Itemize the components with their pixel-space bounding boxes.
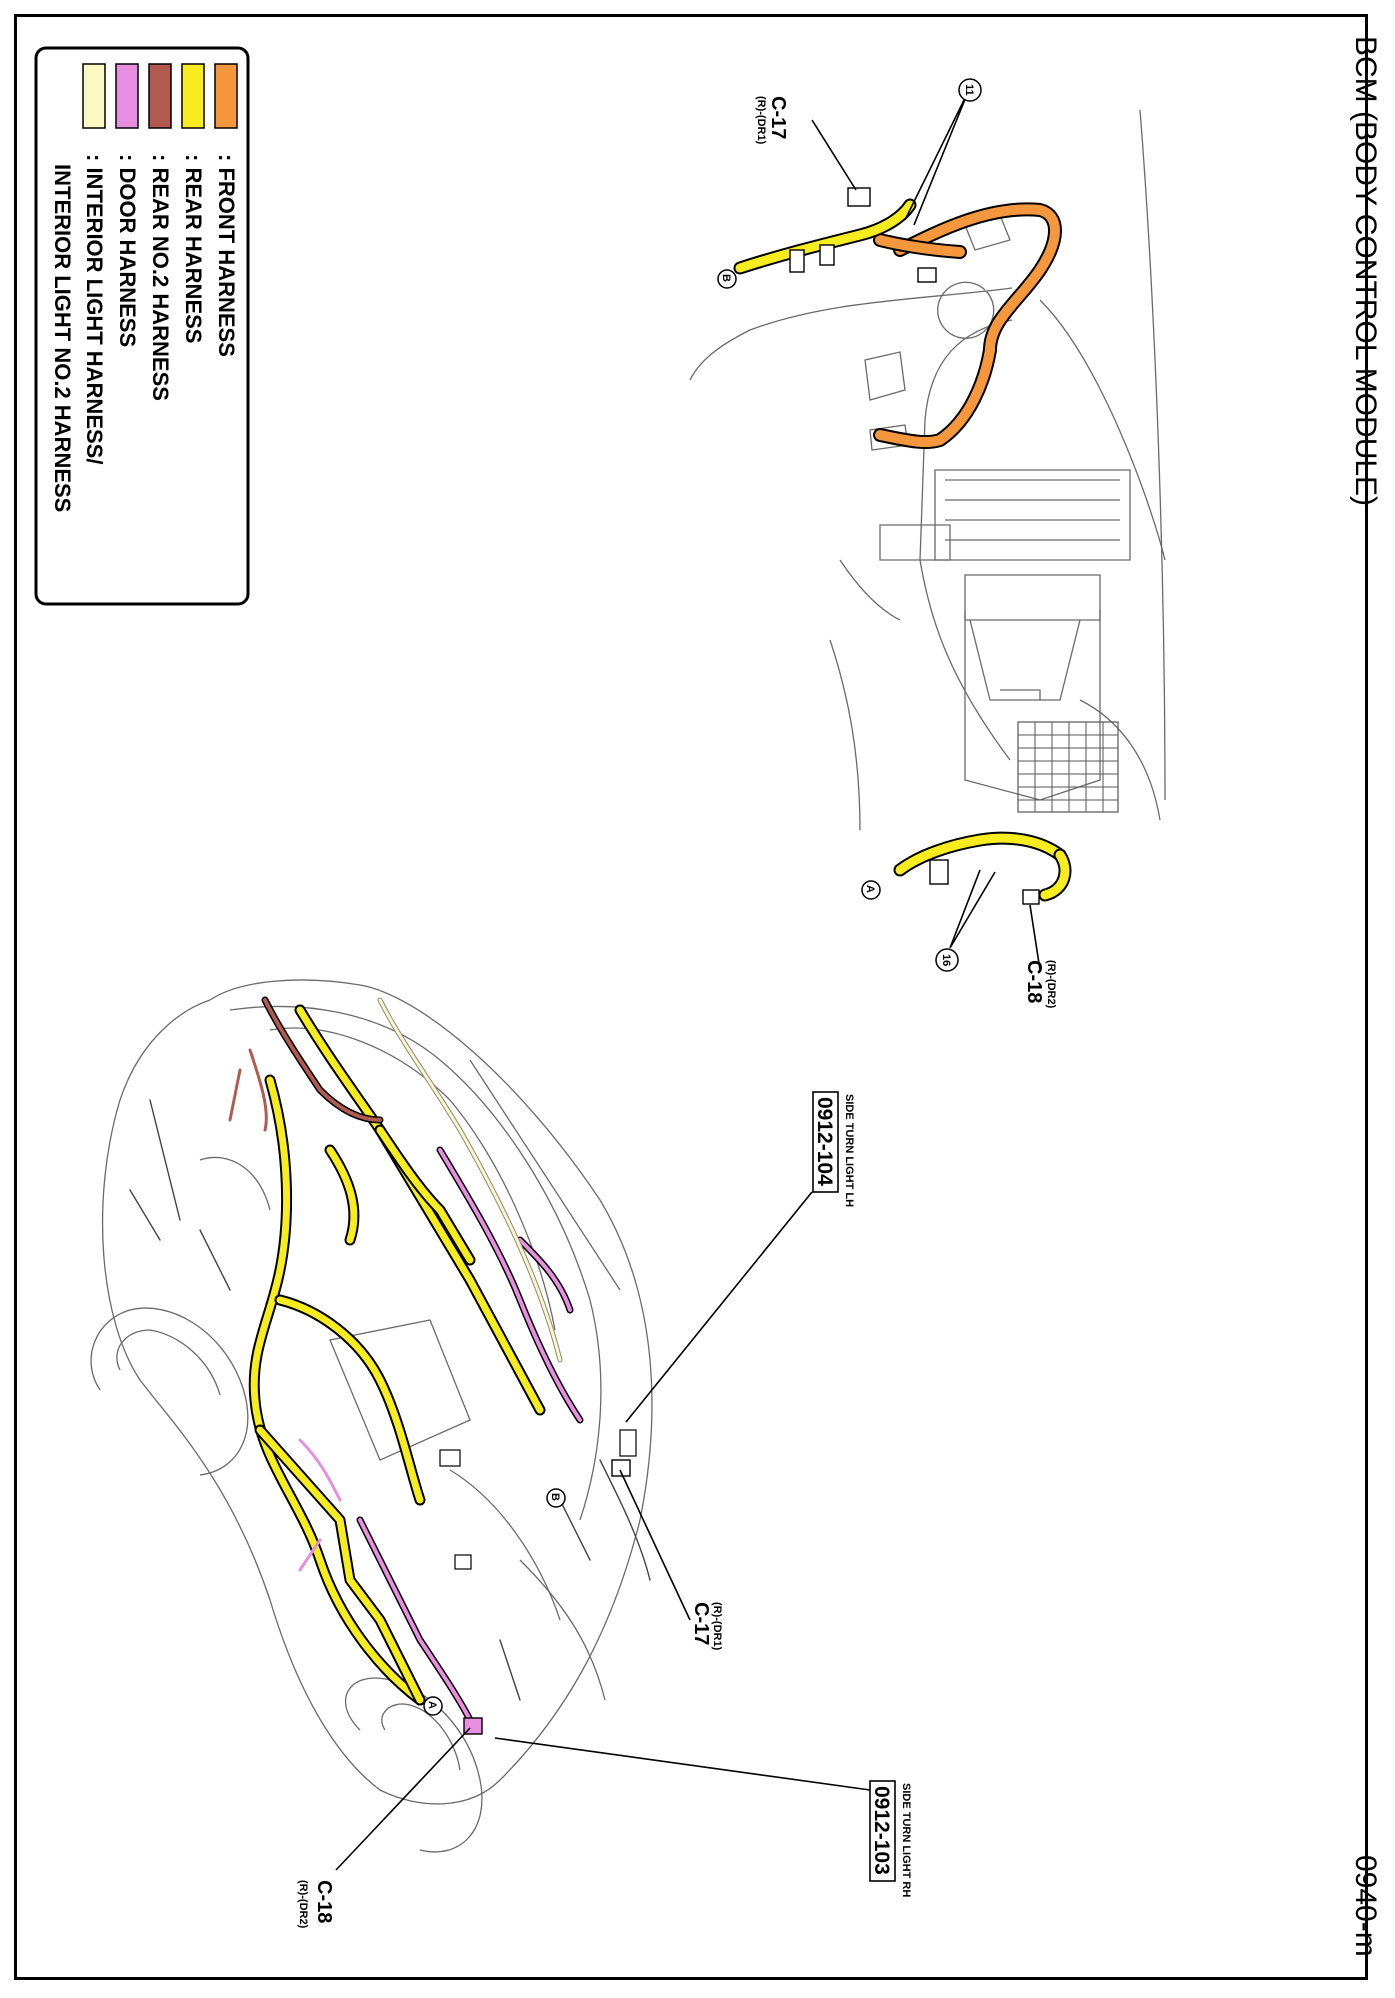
side-turn-light-lh-caption: SIDE TURN LIGHT LH (843, 1094, 855, 1207)
c18-label-car: C-18 (313, 1880, 335, 1923)
legend-swatch-front (214, 63, 238, 129)
c17-label-car: C-17 (690, 1602, 712, 1645)
center-console (879, 469, 1131, 813)
ref-a-car: A (426, 1701, 438, 1709)
callout-11: 11 (963, 84, 975, 96)
legend-label-rear: : REAR HARNESS (181, 154, 206, 343)
c17-sub-car: (R)-(DR1) (711, 1602, 723, 1651)
c17-connector-top (847, 187, 871, 207)
legend-box: : FRONT HARNESS : REAR HARNESS : REAR NO… (34, 46, 250, 606)
rear-harness-runs (248, 1004, 546, 1706)
page-title: BCM (BODY CONTROL MODULE) (1349, 36, 1382, 506)
vehicle-view: B A C-17 (R)-(DR1) C-18 (R)-(DR2) SIDE T… (90, 979, 912, 1929)
legend-swatch-rear-no2 (148, 63, 172, 129)
ref-a-circle-top (861, 880, 881, 900)
side-turn-light-lh-box (812, 1091, 839, 1193)
legend-swatch-door (115, 63, 139, 129)
page-code: 0940-m (1349, 1855, 1382, 1957)
c18-label-top: C-18 (1023, 960, 1045, 1003)
ref-b-circle-top (717, 269, 737, 289)
c17-sub-top: (R)-(DR1) (755, 96, 767, 145)
side-turn-light-rh-box (869, 1780, 896, 1882)
legend-swatch-rear (181, 63, 205, 129)
c17-connector-car (611, 1459, 631, 1477)
legend-label-rear-no2: : REAR NO.2 HARNESS (148, 154, 173, 401)
c17-label-top: C-17 (767, 96, 789, 139)
legend-swatch-interior (82, 63, 106, 129)
ref-a-top: A (864, 885, 876, 893)
door-harness-runs (298, 1146, 584, 1724)
ref-b-car: B (549, 1493, 561, 1501)
page-frame (14, 14, 1368, 1980)
side-turn-light-lh-ref: 0912-104 (813, 1097, 836, 1186)
c18-connector-top (1022, 889, 1040, 905)
side-turn-light-rh-caption: SIDE TURN LIGHT RH (900, 1783, 912, 1897)
ref-a-circle-car (423, 1696, 443, 1716)
ref-b-top: B (720, 274, 732, 282)
vent-grille (1017, 721, 1119, 813)
legend-label-interior: : INTERIOR LIGHT HARNESS/ (82, 154, 107, 464)
side-turn-light-rh-ref: 0912-103 (870, 1786, 893, 1875)
legend-label-door: : DOOR HARNESS (115, 154, 140, 347)
callout-16: 16 (940, 954, 952, 966)
c18-sub-car: (R)-(DR2) (297, 1880, 309, 1929)
callout-16-circle (935, 948, 959, 972)
ref-b-circle-car (546, 1488, 566, 1508)
callout-11-circle (958, 78, 982, 102)
legend-label-interior-no2: INTERIOR LIGHT NO.2 HARNESS (50, 164, 75, 512)
dashboard-view: 11 16 B A C-17 (R)-(DR1) C-18 (R)-(DR2) (689, 78, 1166, 1009)
legend-label-front: : FRONT HARNESS (214, 154, 239, 357)
c18-sub-top: (R)-(DR2) (1045, 960, 1057, 1009)
